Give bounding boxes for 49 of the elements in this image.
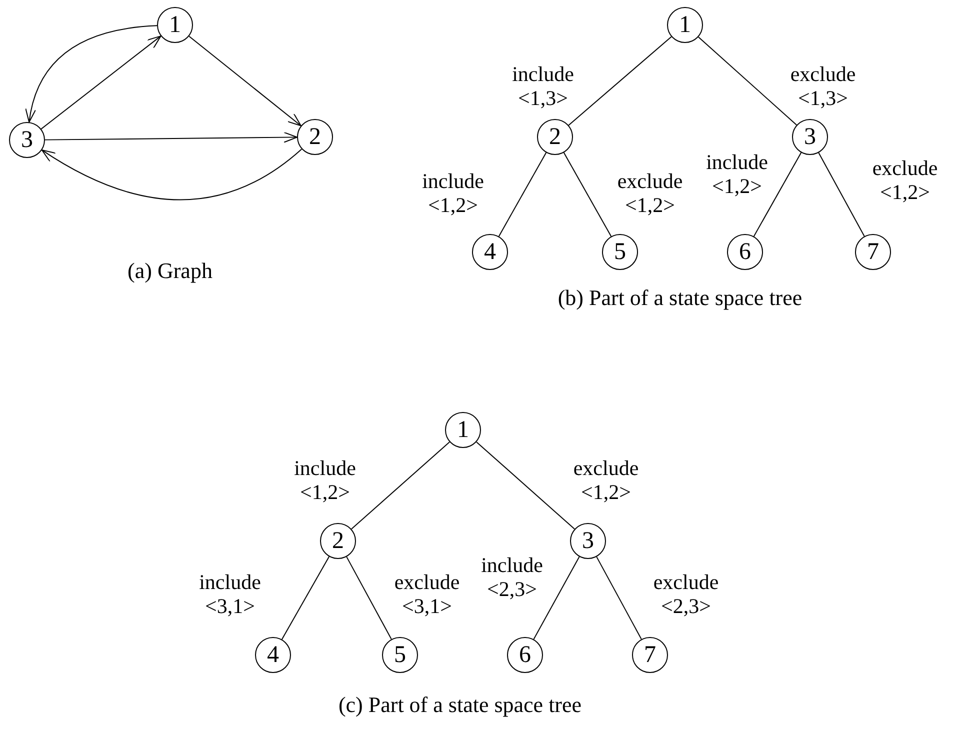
state-node: 4: [255, 637, 291, 673]
edge-label: exclude <1,2>: [572, 456, 640, 504]
arrow: [188, 36, 302, 126]
state-node: 3: [570, 523, 606, 559]
tree-edge: [818, 152, 865, 237]
state-node: 7: [632, 637, 668, 673]
tree-edge: [350, 441, 450, 530]
state-node: 1: [157, 7, 193, 43]
tree-edge: [596, 556, 642, 640]
edge-label: exclude <1,2>: [616, 168, 684, 218]
arrow: [44, 132, 298, 143]
tree-edge: [476, 441, 576, 530]
edge-label: include <1,2>: [421, 168, 485, 218]
state-node: 1: [445, 412, 481, 448]
edge-label: exclude <1,3>: [789, 62, 857, 110]
edge-label: include <1,3>: [511, 62, 575, 110]
tree-edge: [753, 152, 802, 237]
state-node: 2: [297, 119, 333, 155]
tree-edge: [281, 556, 330, 640]
tree-edge: [698, 36, 798, 126]
tree-edge: [563, 152, 612, 237]
state-node: 4: [472, 234, 508, 270]
state-node: 2: [537, 119, 573, 155]
edge-label: include <1,2>: [293, 456, 357, 504]
caption: (c) Part of a state space tree: [338, 692, 582, 718]
tree-edge: [533, 556, 580, 640]
state-node: 2: [320, 523, 356, 559]
arrow: [41, 148, 302, 200]
edge-label: include <3,1>: [198, 570, 262, 618]
state-node: 3: [9, 122, 45, 158]
caption: (a) Graph: [128, 258, 212, 284]
edge-label: include <2,3>: [480, 552, 544, 602]
state-node: 1: [667, 7, 703, 43]
state-node: 6: [507, 637, 543, 673]
state-node: 7: [855, 234, 891, 270]
state-node: 5: [382, 637, 418, 673]
state-node: 5: [602, 234, 638, 270]
edge-label: exclude <2,3>: [652, 570, 720, 618]
arrow: [40, 36, 162, 130]
edge-label: exclude <3,1>: [393, 570, 461, 618]
tree-edge: [346, 556, 392, 640]
state-node: 3: [792, 119, 828, 155]
arrow: [26, 25, 158, 123]
caption: (b) Part of a state space tree: [558, 285, 802, 311]
tree-edge: [568, 36, 672, 126]
edge-label: exclude <1,2>: [871, 156, 939, 204]
tree-edge: [498, 152, 547, 237]
edge-label: include <1,2>: [705, 150, 769, 198]
state-node: 6: [727, 234, 763, 270]
